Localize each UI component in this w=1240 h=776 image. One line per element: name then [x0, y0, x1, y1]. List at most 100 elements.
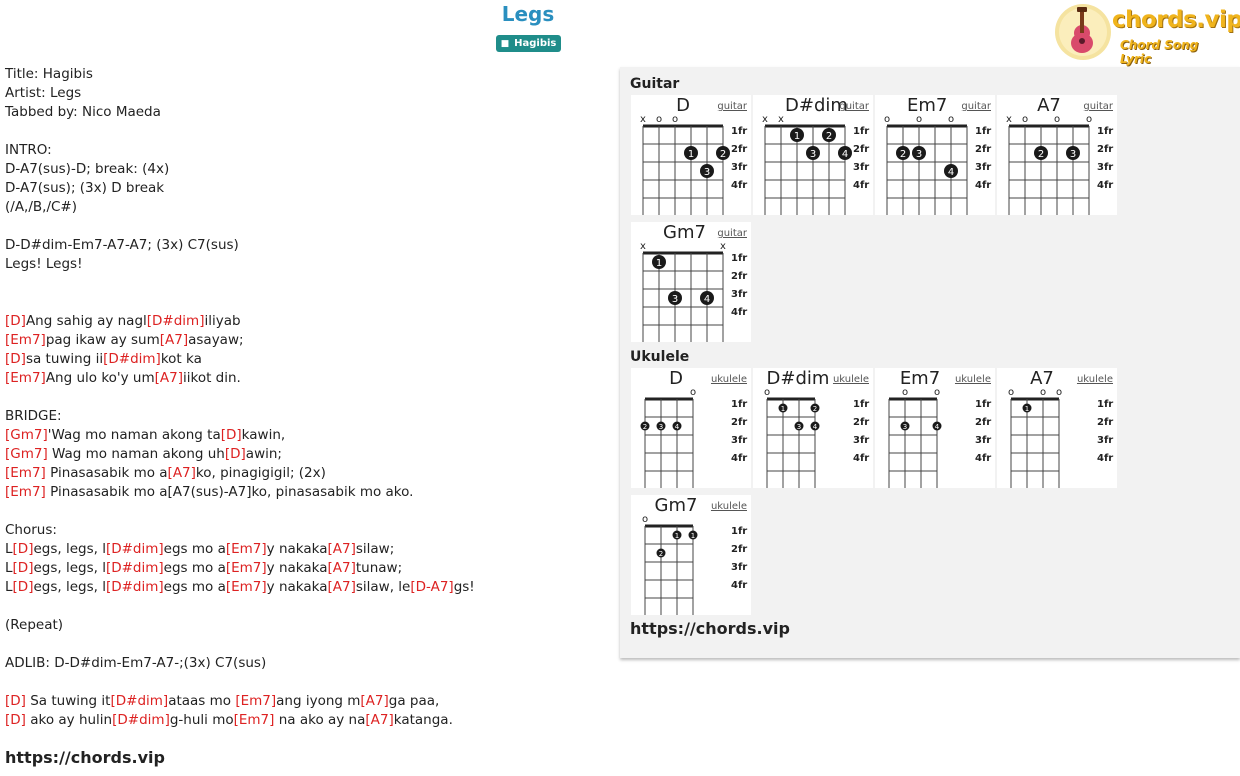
chord-marker[interactable]: [D]: [12, 579, 34, 595]
fret-label: 1fr: [1097, 126, 1113, 137]
lyric-line: [D] Sa tuwing it[D#dim]ataas mo [Em7]ang…: [5, 692, 605, 711]
chord-marker[interactable]: [D#dim]: [110, 693, 169, 709]
lyric-line: [5, 388, 605, 407]
lyric-text: D-D#dim-Em7-A7-A7; (3x) C7(sus): [5, 237, 239, 253]
chord-marker[interactable]: [D]: [224, 446, 246, 462]
chord-marker[interactable]: [D]: [5, 313, 26, 329]
finger-dot: [656, 421, 666, 431]
open-string-marker: o: [764, 387, 770, 398]
chord-marker[interactable]: [A7]: [154, 370, 183, 386]
finger-dot: [790, 128, 804, 142]
finger-dot: [1066, 146, 1080, 160]
fret-label: 3fr: [975, 162, 991, 173]
lyric-text: ADLIB: D-D#dim-Em7-A7-;(3x) C7(sus): [5, 655, 267, 671]
chord-marker[interactable]: [Em7]: [5, 370, 46, 386]
chord-marker[interactable]: [Gm7]: [5, 446, 48, 462]
lyric-text: (Repeat): [5, 617, 64, 633]
chord-marker[interactable]: [D]: [12, 560, 34, 576]
lyric-line: Chorus:: [5, 521, 605, 540]
fret-label: 2fr: [853, 417, 869, 428]
chord-instrument-link[interactable]: ukulele: [1076, 374, 1113, 385]
artist-badge[interactable]: ■ Hagibis: [496, 35, 561, 52]
chord-marker[interactable]: [D#dim]: [105, 579, 164, 595]
lyric-line: [5, 673, 605, 692]
chord-marker[interactable]: [D]: [5, 712, 26, 728]
finger-number: 3: [810, 149, 816, 160]
lyrics-footer-link[interactable]: https://chords.vip: [5, 748, 165, 767]
fret-label: 2fr: [731, 144, 747, 155]
chord-marker[interactable]: [D#dim]: [105, 560, 164, 576]
chord-marker[interactable]: [A7]: [327, 579, 356, 595]
finger-dot: [668, 291, 682, 305]
lyric-text: Pinasasabik mo a: [45, 465, 168, 481]
lyric-text: awin;: [245, 446, 282, 462]
chord-marker[interactable]: [D#dim]: [112, 712, 170, 728]
chord-marker[interactable]: [D#dim]: [105, 541, 164, 557]
chord-marker[interactable]: [D-A7]: [410, 579, 454, 595]
chord-marker[interactable]: [D]: [12, 541, 34, 557]
chord-instrument-link[interactable]: guitar: [1083, 101, 1113, 112]
finger-dot: [838, 146, 852, 160]
chord-marker[interactable]: [D#dim]: [103, 351, 161, 367]
chord-marker[interactable]: [Gm7]: [5, 427, 48, 443]
chord-marker[interactable]: [D#dim]: [146, 313, 205, 329]
chord-marker[interactable]: [Em7]: [235, 693, 277, 709]
chord-marker[interactable]: [A7]: [327, 541, 356, 557]
chord-instrument-link[interactable]: ukulele: [710, 501, 747, 512]
chord-marker[interactable]: [Em7]: [225, 579, 267, 595]
lyric-text: Ang ulo ko'y um: [45, 370, 155, 386]
lyric-line: Legs! Legs!: [5, 255, 605, 274]
finger-number: 3: [797, 423, 801, 431]
chord-instrument-link[interactable]: guitar: [839, 101, 869, 112]
fret-label: 3fr: [731, 289, 747, 300]
lyric-text: gs!: [453, 579, 475, 595]
lyric-line: (Repeat): [5, 616, 605, 635]
chord-marker[interactable]: [D]: [5, 693, 26, 709]
chord-marker[interactable]: [Em7]: [5, 332, 46, 348]
chord-marker[interactable]: [A7]: [360, 693, 389, 709]
lyric-text: egs, legs, l: [33, 541, 106, 557]
chord-marker[interactable]: [Em7]: [225, 560, 267, 576]
chord-marker[interactable]: [D]: [5, 351, 26, 367]
chord-marker[interactable]: [Em7]: [233, 712, 275, 728]
chord-instrument-link[interactable]: ukulele: [954, 374, 991, 385]
fret-label: 4fr: [731, 307, 747, 318]
chord-marker[interactable]: [Em7]: [5, 465, 46, 481]
fret-label: 4fr: [1097, 453, 1113, 464]
fret-label: 3fr: [853, 435, 869, 446]
finger-dot: [794, 421, 804, 431]
chord-marker[interactable]: [Em7]: [225, 541, 267, 557]
chord-instrument-link[interactable]: guitar: [961, 101, 991, 112]
chord-marker[interactable]: [A7]: [159, 332, 189, 348]
chord-instrument-link[interactable]: ukulele: [832, 374, 869, 385]
chord-marker[interactable]: [A7]: [327, 560, 356, 576]
lyric-line: [5, 274, 605, 293]
chord-marker[interactable]: [A7]: [365, 712, 394, 728]
chord-instrument-link[interactable]: guitar: [717, 101, 747, 112]
lyric-text: D-A7(sus)-D; break: (4x): [5, 161, 170, 177]
lyric-line: [Gm7]'Wag mo naman akong ta[D]kawin,: [5, 426, 605, 445]
panel-footer-link[interactable]: https://chords.vip: [630, 619, 790, 638]
lyric-line: [Em7] Pinasasabik mo a[A7]ko, pinagigigi…: [5, 464, 605, 483]
chord-marker[interactable]: [A7]: [167, 465, 196, 481]
open-string-marker: o: [656, 114, 662, 125]
chord-marker[interactable]: [D]: [220, 427, 242, 443]
finger-number: 3: [672, 294, 678, 305]
chord-instrument-link[interactable]: ukulele: [710, 374, 747, 385]
chord-marker[interactable]: [Em7]: [5, 484, 46, 500]
site-logo[interactable]: chords.vip Chord Song Lyric: [1054, 3, 1240, 66]
finger-dot: [806, 146, 820, 160]
lyric-text: y nakaka: [266, 541, 328, 557]
chord-instrument-link[interactable]: guitar: [717, 228, 747, 239]
